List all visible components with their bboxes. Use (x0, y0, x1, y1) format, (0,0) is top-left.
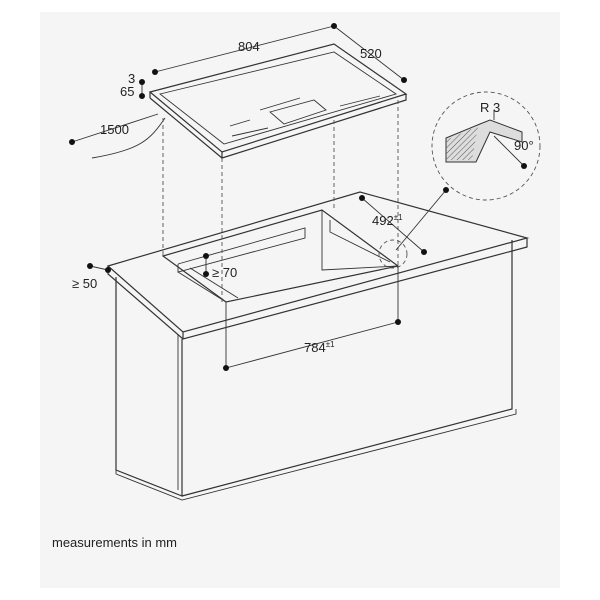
detail-marker-circle (378, 239, 408, 269)
cabinet (115, 240, 517, 501)
worktop-cutout (161, 209, 400, 303)
label-cable-length: 1500 (100, 122, 129, 137)
label-cutout-depth: 492±1 (372, 213, 403, 228)
label-top-thickness: 3 (128, 71, 135, 86)
label-min-front-clearance: ≥ 50 (72, 276, 97, 291)
cooktop (148, 43, 408, 159)
edge-detail (431, 91, 541, 201)
projection-lines (162, 100, 399, 302)
label-height: 65 (120, 84, 134, 99)
power-cable (91, 117, 166, 159)
label-width: 804 (238, 39, 260, 54)
units-note: measurements in mm (52, 535, 177, 550)
label-cutout-width: 784±1 (304, 340, 335, 355)
label-min-rear-clearance: ≥ 70 (212, 265, 237, 280)
worktop (106, 191, 530, 340)
dimension-lines (71, 25, 447, 369)
label-angle: 90° (514, 138, 534, 153)
dimension-dots (69, 23, 527, 371)
label-radius: R 3 (480, 100, 500, 115)
label-depth: 520 (360, 46, 382, 61)
